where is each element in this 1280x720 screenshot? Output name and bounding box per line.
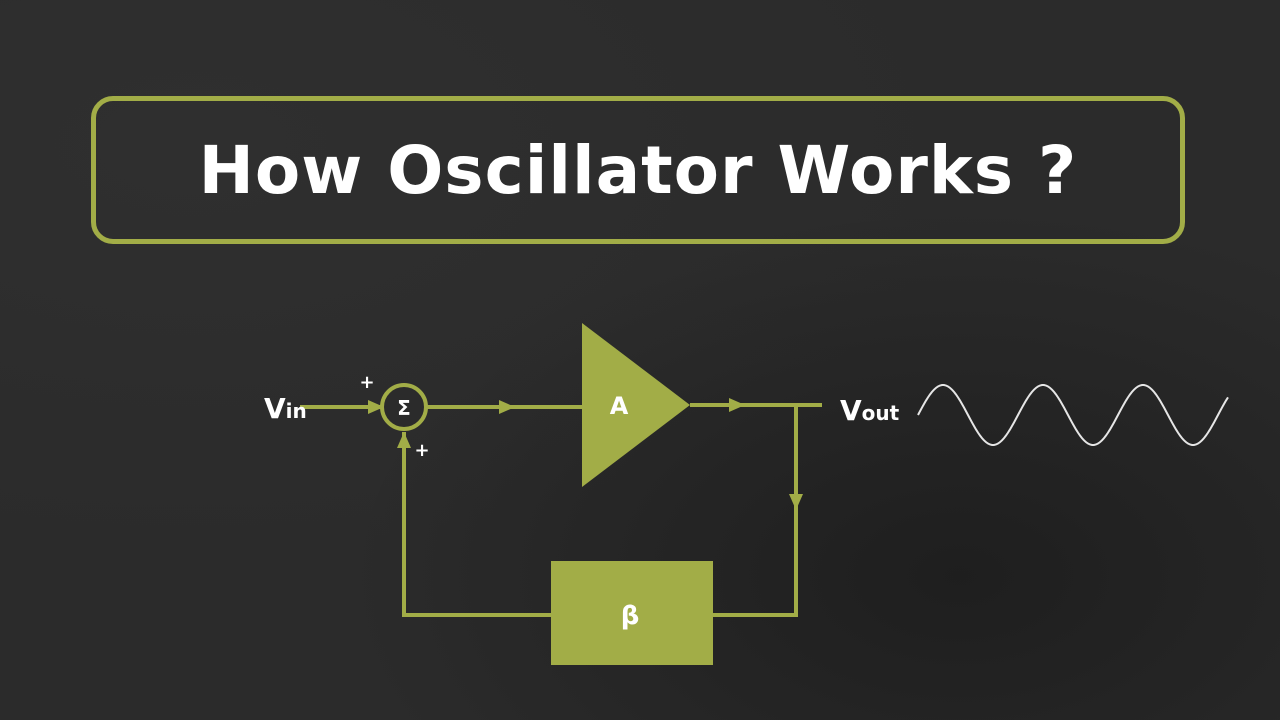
input-label: Vin (264, 392, 307, 425)
page-title: How Oscillator Works ? (198, 131, 1078, 209)
input-label-main: V (264, 392, 286, 425)
feedback-block (551, 561, 713, 665)
output-label: Vout (840, 394, 900, 427)
output-label-main: V (840, 394, 862, 427)
input-arrow-icon (368, 400, 384, 414)
feedback-down-arrow-icon (789, 494, 803, 510)
amplifier-triangle (582, 323, 690, 487)
arrow-heads (368, 398, 803, 510)
sine-wave-output (917, 384, 1229, 446)
summer-symbol: Σ (397, 396, 411, 420)
title-box: How Oscillator Works ? (91, 96, 1185, 244)
output-label-sub: out (862, 401, 900, 425)
amplifier-label: A (610, 392, 629, 420)
summer-sign-top: + (359, 372, 374, 393)
feedback-return-wire (402, 432, 551, 617)
feedback-down-wire (713, 405, 798, 617)
summer-sign-bottom: + (414, 440, 429, 461)
feedback-up-arrow-icon (397, 432, 411, 448)
forward-arrow-icon (499, 400, 515, 414)
summing-junction (380, 383, 428, 431)
input-label-sub: in (286, 399, 307, 423)
output-arrow-icon (729, 398, 745, 412)
feedback-label: β (621, 601, 640, 631)
